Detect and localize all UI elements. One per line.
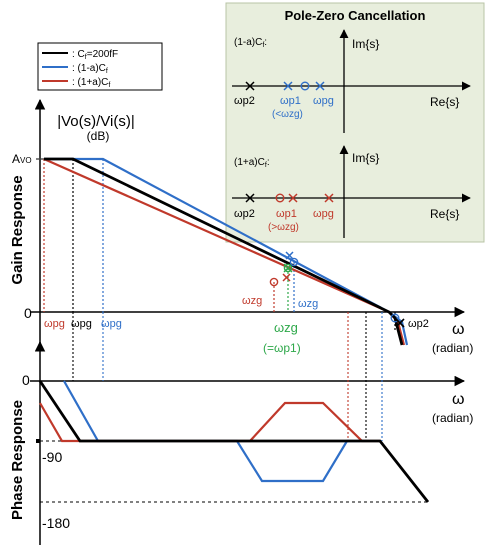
- s-plane-top: (1-a)Cf: Im{s} Re{s} ωp2 ωp1 (<ωzg) ωpg: [232, 29, 471, 133]
- gain-xunit: (radian): [432, 341, 473, 355]
- label-wp1-bottom: ωp1: [276, 208, 297, 220]
- pole-wp2-top: [245, 81, 255, 91]
- label-wp2: ωp2: [408, 318, 429, 330]
- svg-text:: Cf=200fF: : Cf=200fF: [72, 49, 118, 61]
- gain-green-cancel: [283, 263, 293, 273]
- gain-curve-black: [44, 157, 404, 346]
- phase-xunit: (radian): [432, 411, 473, 425]
- phase-m90-tick: [36, 439, 40, 443]
- zero-wzg-top: [300, 81, 310, 91]
- phase-zero-label: 0: [22, 372, 30, 388]
- gain-blue-pole-zero: [285, 251, 299, 267]
- label-wzg-green: ωzg: [274, 320, 298, 335]
- condition-bottom: (1+a)Cf:: [234, 157, 270, 169]
- phase-xlabel: ω: [452, 391, 465, 408]
- label-wp2-top: ωp2: [234, 95, 255, 107]
- gain-yunit-title: |Vo(s)/Vi(s)|: [57, 113, 135, 130]
- gain-ylabel: Gain Response: [9, 175, 26, 284]
- phase-curve-red: [39, 401, 380, 443]
- label-wp1-note-top: (<ωzg): [272, 109, 303, 120]
- zero-wzg-bottom: [275, 193, 285, 203]
- label-wp1-note-bottom: (>ωzg): [268, 222, 299, 233]
- phase-ylabel: Phase Response: [9, 400, 26, 520]
- label-wp1-top: ωp1: [280, 95, 301, 107]
- re-label-bottom: Re{s}: [430, 207, 459, 221]
- condition-top: (1-a)Cf:: [234, 37, 267, 49]
- pole-zero-title: Pole-Zero Cancellation: [285, 8, 426, 23]
- pole-zero-panel-bg: [225, 2, 485, 243]
- phase-m180-label: -180: [42, 515, 70, 531]
- label-wzg-red: ωzg: [242, 295, 262, 307]
- gain-plot: Gain Response |Vo(s)/Vi(s)| (dB) AVO 0 ω…: [9, 98, 473, 355]
- gain-wp2-blue-mark: [390, 313, 400, 323]
- phase-m90-label: -90: [42, 449, 62, 465]
- s-plane-bottom: (1+a)Cf: Im{s} Re{s} ωp2 ωp1 (>ωzg) ωpg: [232, 145, 471, 238]
- legend-item-red: : (1+a)Cf: [42, 77, 110, 89]
- legend-item-blue: : (1-a)Cf: [42, 63, 108, 75]
- pole-zero-panel: Pole-Zero Cancellation (1-a)Cf: Im{s} Re…: [225, 2, 485, 243]
- phase-curve-black: [38, 380, 430, 503]
- svg-text:: (1-a)Cf: : (1-a)Cf: [72, 63, 108, 75]
- phase-plot: Phase Response 0 -90 -180 ω (radian): [9, 312, 473, 545]
- label-wpg-top: ωpg: [313, 95, 334, 107]
- gain-yunit: (dB): [87, 129, 110, 143]
- label-wpg-red: ωpg: [44, 318, 65, 330]
- svg-text:: (1+a)Cf: : (1+a)Cf: [72, 77, 110, 89]
- re-label-top: Re{s}: [430, 95, 459, 109]
- label-wzg-green-note: (=ωp1): [263, 341, 301, 355]
- gain-red-pole-zero: [269, 273, 291, 287]
- label-wzg-blue: ωzg: [298, 298, 318, 310]
- label-wpg-bottom: ωpg: [313, 208, 334, 220]
- im-label-bottom: Im{s}: [352, 151, 379, 165]
- gain-avo-label: AVO: [12, 152, 32, 166]
- label-wpg-blue: ωpg: [101, 318, 122, 330]
- pole-wpg-bottom: [324, 193, 334, 203]
- pole-wp1-top: [283, 81, 293, 91]
- legend: : Cf=200fF : (1-a)Cf : (1+a)Cf: [37, 42, 163, 91]
- pole-wp2-bottom: [245, 193, 255, 203]
- gain-xlabel: ω: [452, 321, 465, 338]
- pole-wpg-top: [315, 81, 325, 91]
- gain-zero-label: 0: [24, 305, 32, 321]
- pole-wp1-bottom: [288, 193, 298, 203]
- phase-curve-blue: [63, 380, 360, 483]
- label-wpg-black: ωpg: [71, 318, 92, 330]
- legend-item-black: : Cf=200fF: [42, 49, 118, 61]
- gain-wp2-black-mark: [395, 318, 405, 328]
- im-label-top: Im{s}: [352, 37, 379, 51]
- label-wp2-bottom: ωp2: [234, 208, 255, 220]
